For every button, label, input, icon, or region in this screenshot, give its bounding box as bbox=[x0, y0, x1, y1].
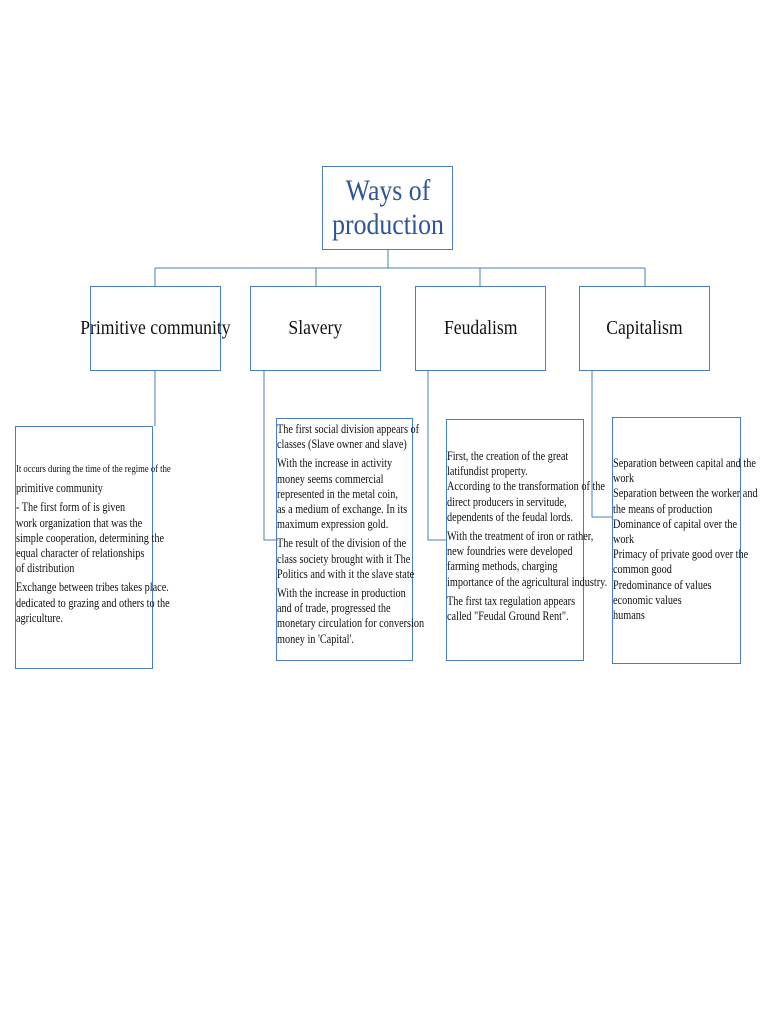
content-line: First, the creation of the great bbox=[447, 449, 569, 463]
content-line: The first tax regulation appears bbox=[447, 593, 576, 608]
content-box-capitalism bbox=[612, 417, 741, 664]
content-line: According to the transformation of the bbox=[447, 479, 605, 494]
title-line: production bbox=[331, 208, 444, 241]
content-line: With the treatment of iron or rather, bbox=[447, 529, 594, 544]
content-box-feudalism bbox=[446, 419, 584, 661]
content-line: money seems commercial bbox=[277, 471, 384, 486]
title-line: Ways of bbox=[345, 174, 430, 207]
content-paragraph: It occurs during the time of the regime … bbox=[16, 462, 171, 477]
category-box-capitalism: Capitalism bbox=[579, 286, 710, 371]
diagram-title: Ways of production bbox=[332, 174, 444, 242]
content-line: The first social division appears of bbox=[277, 422, 420, 436]
content-line: class society brought with it The bbox=[277, 551, 411, 566]
content-line: money in 'Capital'. bbox=[277, 631, 354, 646]
content-line: dedicated to grazing and others to the bbox=[16, 595, 170, 610]
content-box-primitive-community bbox=[15, 426, 153, 669]
content-line: farming methods, charging bbox=[447, 559, 558, 574]
content-line: Politics and with it the slave state bbox=[277, 566, 415, 581]
content-box-slavery bbox=[276, 418, 413, 661]
content-line: It occurs during the time of the regime … bbox=[16, 464, 171, 475]
category-label: Feudalism bbox=[443, 317, 518, 339]
content-line: Dominance of capital over the bbox=[613, 516, 738, 531]
content-line: Separation between the worker and bbox=[613, 486, 758, 501]
content-line: dependents of the feudal lords. bbox=[447, 509, 574, 524]
category-label: Capitalism bbox=[606, 317, 683, 339]
content-line: With the increase in production bbox=[277, 586, 406, 601]
content-line: as a medium of exchange. In its bbox=[277, 502, 408, 517]
content-line: classes (Slave owner and slave) bbox=[277, 437, 407, 452]
content-line: called "Feudal Ground Rent". bbox=[447, 609, 569, 624]
content-line: of distribution bbox=[16, 561, 75, 576]
content-line: work organization that was the bbox=[16, 515, 143, 530]
content-paragraph: primitive community bbox=[16, 481, 171, 496]
content-line: simple cooperation, determining the bbox=[16, 530, 165, 545]
content-paragraph: With the treatment of iron or rather,new… bbox=[447, 529, 607, 590]
content-line: latifundist property. bbox=[447, 464, 528, 479]
content-line: humans bbox=[613, 608, 645, 623]
category-label: Slavery bbox=[288, 317, 343, 339]
content-line: work bbox=[613, 471, 635, 486]
content-line: represented in the metal coin, bbox=[277, 486, 398, 501]
content-line: monetary circulation for conversion bbox=[277, 616, 425, 631]
content-line: economic values bbox=[613, 592, 682, 607]
content-line: direct producers in servitude, bbox=[447, 494, 567, 509]
content-line: equal character of relationships bbox=[16, 546, 145, 561]
content-line: Predominance of values bbox=[613, 577, 712, 592]
category-box-feudalism: Feudalism bbox=[415, 286, 546, 371]
content-line: maximum expression gold. bbox=[277, 517, 389, 532]
category-label: Primitive community bbox=[80, 317, 231, 339]
content-line: primitive community bbox=[16, 481, 103, 496]
title-box: Ways of production bbox=[322, 166, 453, 250]
content-line: importance of the agricultural industry. bbox=[447, 574, 608, 589]
content-line: With the increase in activity bbox=[277, 456, 393, 471]
content-line: Primacy of private good over the bbox=[613, 547, 749, 562]
content-line: agriculture. bbox=[16, 610, 63, 625]
category-box-slavery: Slavery bbox=[250, 286, 381, 371]
content-line: Separation between capital and the bbox=[613, 456, 756, 470]
content-text-primitive-community: It occurs during the time of the regime … bbox=[16, 462, 171, 630]
content-line: common good bbox=[613, 562, 672, 577]
content-line: the means of production bbox=[613, 501, 713, 516]
content-line: and of trade, progressed the bbox=[277, 601, 391, 616]
content-line: work bbox=[613, 532, 635, 547]
content-paragraph: Exchange between tribes takes place.dedi… bbox=[16, 580, 171, 626]
content-line: new foundries were developed bbox=[447, 544, 573, 559]
category-box-primitive-community: Primitive community bbox=[80, 286, 231, 371]
content-line: - The first form of is given bbox=[16, 500, 126, 515]
content-line: The result of the division of the bbox=[277, 536, 407, 551]
content-line: Exchange between tribes takes place. bbox=[16, 580, 169, 595]
